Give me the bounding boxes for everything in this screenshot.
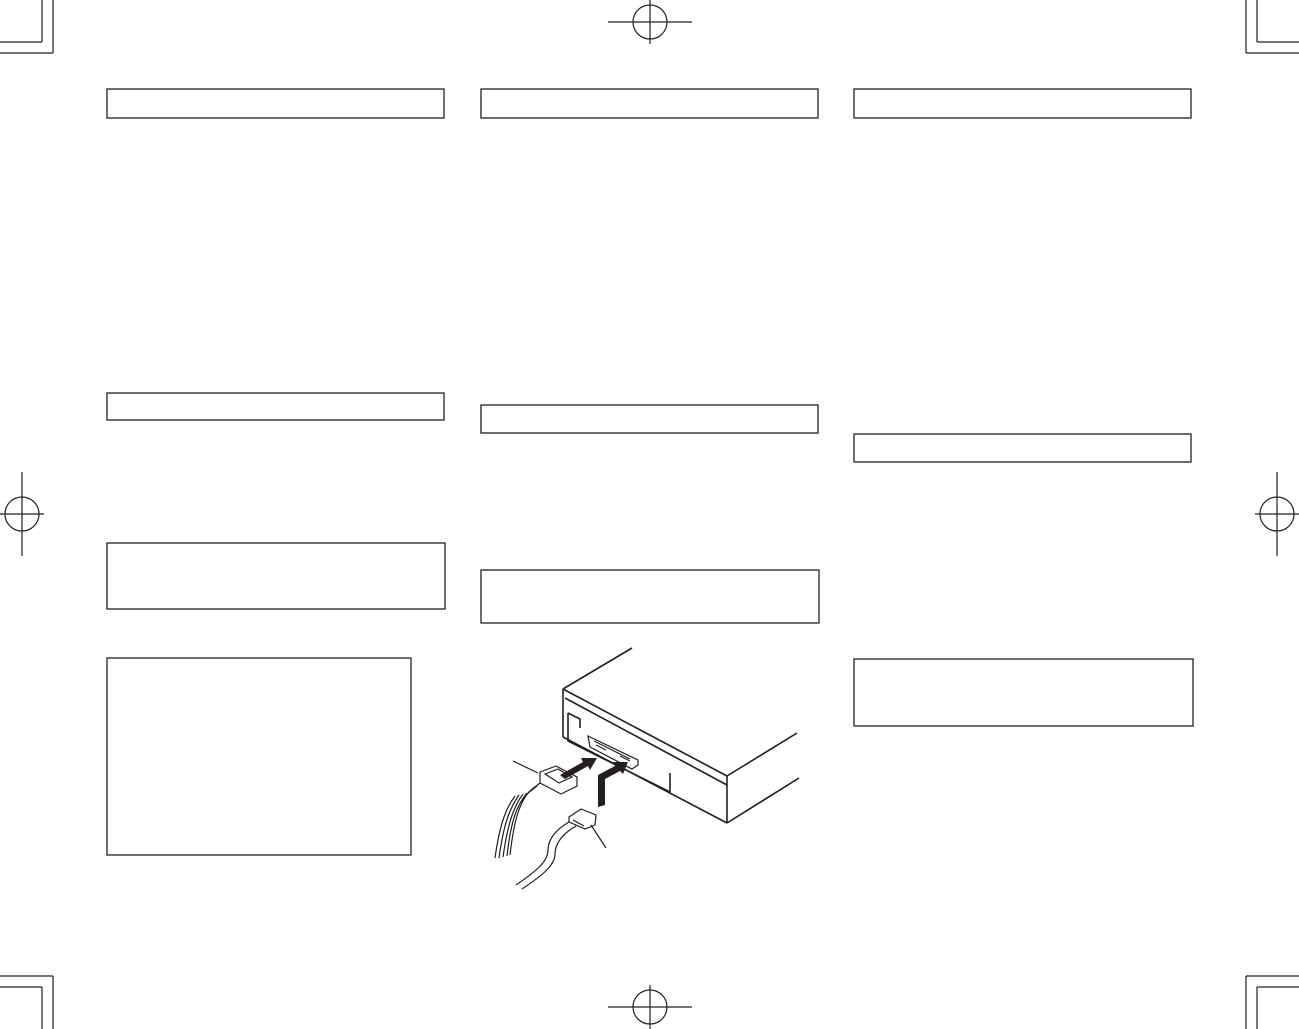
crop-mark-top-right bbox=[1245, 0, 1299, 54]
heading-box bbox=[106, 88, 445, 119]
heading-box bbox=[853, 433, 1192, 463]
heading-box bbox=[480, 88, 819, 119]
crop-mark-bottom-right bbox=[1245, 975, 1299, 1029]
heading-box bbox=[853, 88, 1192, 119]
drive-cable-illustration bbox=[494, 647, 800, 890]
registration-mark-left bbox=[0, 472, 44, 556]
data-cable-connector bbox=[515, 808, 607, 890]
note-box bbox=[480, 569, 820, 624]
registration-mark-right bbox=[1255, 472, 1299, 556]
note-box bbox=[853, 658, 1194, 727]
heading-box bbox=[106, 392, 445, 421]
registration-mark-bottom bbox=[608, 985, 692, 1029]
info-panel-box bbox=[106, 657, 412, 856]
registration-mark-top bbox=[608, 0, 692, 44]
insert-arrow-icon bbox=[560, 758, 628, 807]
crop-mark-top-left bbox=[0, 0, 54, 54]
drive-connectors bbox=[587, 734, 639, 770]
crop-mark-bottom-left bbox=[0, 975, 54, 1029]
power-cable-connector bbox=[494, 760, 578, 859]
note-box bbox=[106, 542, 446, 610]
heading-box bbox=[480, 404, 819, 434]
